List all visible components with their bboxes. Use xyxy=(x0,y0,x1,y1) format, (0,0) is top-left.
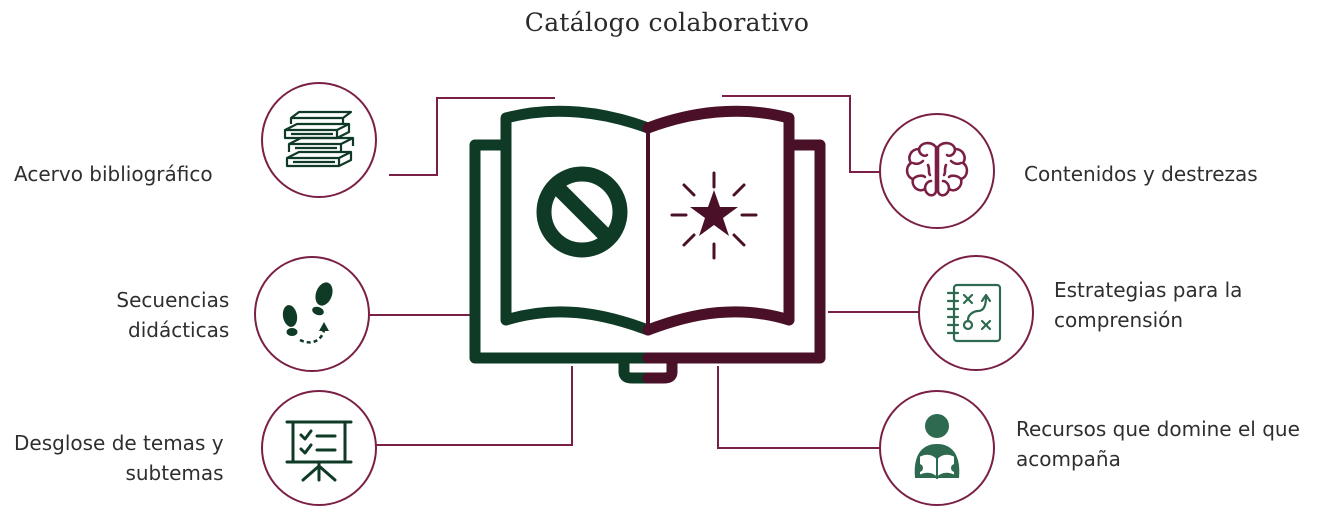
strategy-board-icon xyxy=(946,283,1002,343)
presentation-board-icon xyxy=(285,420,353,482)
label-secuencias: Secuencias didácticas xyxy=(108,285,229,345)
circle-contenidos xyxy=(879,113,995,229)
book-right-page xyxy=(642,105,795,336)
label-estrategias-line2: comprensión xyxy=(1054,308,1184,332)
label-desglose-line1: Desglose de temas y xyxy=(14,431,224,455)
label-estrategias: Estrategias para la comprensión xyxy=(1054,275,1242,335)
connector-acervo xyxy=(389,97,555,176)
circle-acervo xyxy=(261,82,377,198)
label-recursos-line2: acompaña xyxy=(1016,447,1121,471)
label-secuencias-line1: Secuencias xyxy=(116,288,230,312)
circle-estrategias xyxy=(918,255,1034,371)
connector-desglose xyxy=(369,366,573,446)
circle-recursos xyxy=(879,390,995,506)
label-recursos-line1: Recursos que domine el que xyxy=(1016,417,1300,441)
label-desglose: Desglose de temas y subtemas xyxy=(14,428,224,488)
book-left-cover xyxy=(469,139,654,364)
diagram-title: Catálogo colaborativo xyxy=(524,8,810,37)
label-secuencias-line2: didácticas xyxy=(128,318,230,342)
prohibited-icon xyxy=(536,166,628,258)
book-bottom-tab-left xyxy=(618,352,654,384)
label-desglose-line2: subtemas xyxy=(125,461,224,485)
label-estrategias-line1: Estrategias para la xyxy=(1054,278,1243,302)
connector-recursos xyxy=(717,366,880,449)
star-burst-icon xyxy=(670,171,758,260)
label-acervo: Acervo bibliográfico xyxy=(14,162,213,186)
label-recursos: Recursos que domine el que acompaña xyxy=(1016,414,1300,474)
footsteps-icon xyxy=(282,282,333,344)
circle-secuencias xyxy=(254,256,370,372)
book-bottom-tab-right xyxy=(642,352,678,384)
label-contenidos: Contenidos y destrezas xyxy=(1024,162,1258,186)
connector-contenidos xyxy=(722,95,880,173)
brain-icon xyxy=(905,141,969,197)
reader-icon xyxy=(914,414,960,479)
circle-desglose xyxy=(261,390,377,506)
books-icon xyxy=(283,110,355,168)
book-right-cover xyxy=(642,139,826,364)
book-left-page xyxy=(500,105,654,336)
